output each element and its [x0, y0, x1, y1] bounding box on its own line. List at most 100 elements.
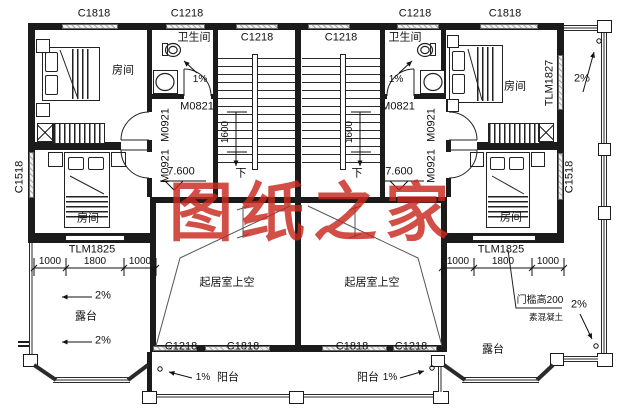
slope-label-1pct: 1% [388, 74, 404, 85]
railing-post [598, 143, 611, 156]
window-c1818-bottom-right [322, 346, 387, 351]
railing-top-right [564, 25, 601, 31]
slope-label-2pct: 2% [95, 334, 111, 347]
railing-post [431, 355, 445, 367]
room-label-balcony: 阳台 [357, 371, 379, 384]
window-label-c1518: C1518 [13, 160, 26, 194]
wardrobe-top-right [488, 123, 540, 144]
nightstand [48, 152, 63, 167]
door-label-tlm1825: TLM1825 [68, 243, 116, 256]
pillow [88, 157, 104, 170]
drain-tick [18, 341, 34, 343]
railing-post [433, 391, 449, 404]
pillow [452, 74, 465, 94]
wall-hall-right-stub [446, 178, 451, 197]
window-label-c1818: C1818 [488, 7, 522, 20]
wardrobe-top-left [53, 123, 105, 144]
drain-tick [18, 345, 34, 347]
wall-terrace-balcony-left [147, 352, 152, 396]
room-label-balcony: 阳台 [217, 371, 239, 384]
window-c1818-bottom-left [205, 346, 270, 351]
railing-post [597, 353, 613, 367]
wall-void-right [441, 203, 447, 352]
nightstand [36, 39, 50, 53]
wall-bedroom-right-mid [477, 142, 564, 150]
pillow [490, 157, 505, 170]
dim-label-1800: 1800 [83, 256, 107, 267]
door-label-m0821: M0821 [381, 100, 415, 113]
pillow [452, 51, 465, 71]
railing-terrace-left [29, 243, 34, 357]
wall-right [557, 30, 564, 243]
bed-blanket [488, 196, 528, 218]
note-plain-concrete: 素混凝土 [528, 311, 564, 322]
dim-label-1000: 1000 [128, 256, 152, 267]
dim-label-1800: 1800 [491, 256, 515, 267]
railing-post [23, 354, 38, 367]
door-label-tlm1825: TLM1825 [477, 243, 525, 256]
stair-down-label: 下 [351, 167, 363, 180]
bed-blanket [66, 196, 108, 218]
window-label-c1818: C1818 [77, 7, 111, 20]
wall-stair-left [213, 30, 218, 197]
railing-terrace-right-low [462, 377, 539, 383]
room-label-bedroom: 房间 [504, 80, 526, 93]
slope-label-1pct: 1% [195, 372, 211, 383]
pillow [68, 157, 84, 170]
railing-post [289, 391, 304, 404]
stair-rail-left [252, 54, 258, 170]
toilet-tank-right [430, 43, 436, 56]
wall-hall-left-stub [147, 178, 152, 197]
room-label-bedroom: 房间 [77, 212, 99, 225]
bed-blanket [72, 49, 92, 99]
wall-void-left [150, 203, 156, 352]
railing-terrace-left-low [53, 377, 130, 383]
wall-stub [211, 94, 213, 99]
nightstand [447, 99, 459, 112]
sink-counter-right [420, 70, 445, 94]
window-label-c1218-stair: C1218 [324, 31, 358, 44]
wall-bath-right-bottom [414, 94, 446, 99]
pillow [45, 75, 58, 95]
railing-post [142, 391, 157, 404]
wall-stair-right [380, 30, 385, 197]
room-label-terrace: 露台 [482, 343, 504, 356]
wall-hall-left-stub [147, 99, 152, 112]
slope-label-2pct: 2% [571, 298, 587, 311]
door-label-m0821: M0821 [180, 100, 214, 113]
toilet-tank-left [162, 43, 168, 56]
wall-bath-right [441, 30, 446, 94]
slope-label-2pct: 2% [574, 72, 590, 85]
stair-down-label: 下 [235, 167, 247, 180]
railing-post [597, 20, 612, 33]
door-sill-tlm1825-left [66, 235, 124, 241]
wall-bath-left [147, 30, 152, 94]
door-label-m0921: M0921 [425, 108, 438, 142]
dim-label-1600: 1600 [220, 120, 231, 144]
window-c1518-left [29, 152, 34, 198]
dim-label-1000: 1000 [38, 256, 62, 267]
nightstand [111, 152, 126, 167]
room-label-living-void: 起居室上空 [344, 276, 400, 289]
bed-blanket [477, 47, 497, 101]
window-c1518-right [558, 153, 563, 200]
railing-terrace-right-end [564, 356, 598, 362]
room-label-bathroom: 卫生间 [177, 31, 211, 44]
pillow [509, 157, 524, 170]
railing-post [598, 206, 611, 220]
nightstand [531, 152, 545, 167]
wall-hall-band [150, 197, 447, 203]
railing-right [601, 25, 607, 361]
pillow [45, 52, 58, 72]
window-c1218-bottom-right [393, 346, 437, 351]
slope-label-2pct: 2% [95, 289, 111, 302]
wall-party [295, 23, 301, 352]
note-door-sill-height: 门槛高200 [516, 295, 564, 306]
window-label-c1218: C1218 [170, 7, 204, 20]
window-label-c1218: C1218 [164, 340, 198, 353]
elevation-label: 7.600 [167, 165, 195, 178]
elevation-label: 7.600 [385, 165, 413, 178]
stair-rail-right [340, 54, 346, 170]
window-label-c1818: C1818 [226, 340, 260, 353]
